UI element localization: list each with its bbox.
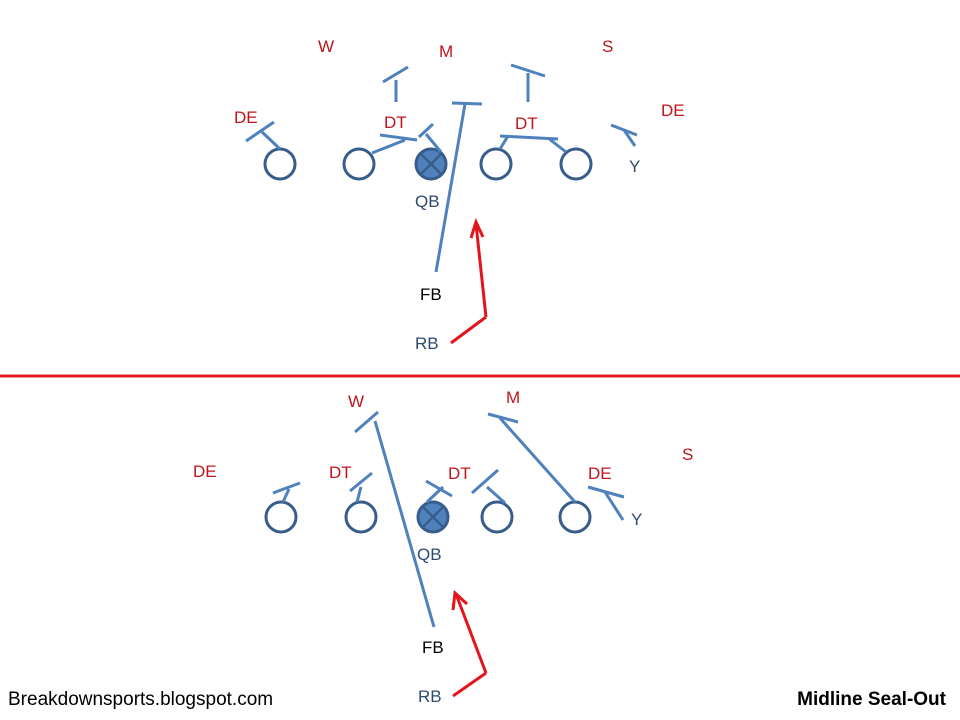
play-title: Midline Seal-Out [797, 689, 946, 710]
top-left-tackle [263, 147, 297, 181]
bottom-player-qb: QB [417, 545, 442, 564]
bottom-right-tackle [558, 500, 592, 534]
bottom-defender-dt-left: DT [329, 463, 352, 482]
top-left-guard [342, 147, 376, 181]
top-player-y: Y [629, 157, 641, 176]
bottom-player-y: Y [631, 510, 643, 529]
bottom-left-guard [344, 500, 378, 534]
bottom-left-tackle [264, 500, 298, 534]
bottom-right-guard [480, 500, 514, 534]
bottom-defender-dt-right: DT [448, 464, 471, 483]
top-defender-m: M [439, 42, 454, 61]
top-center-marker [414, 147, 448, 181]
site-credit: Breakdownsports.blogspot.com [8, 689, 274, 710]
bottom-defender-de-right: DE [588, 464, 612, 483]
bottom-defender-de-left: DE [193, 462, 217, 481]
top-right-guard [479, 147, 513, 181]
bottom-rb-path [451, 589, 488, 698]
bottom-blocking-lines [272, 410, 625, 628]
bottom-player-fb: FB [422, 638, 444, 657]
bottom-defender-m: M [506, 388, 521, 407]
top-defender-de-left: DE [234, 108, 258, 127]
bottom-defender-w: W [348, 392, 365, 411]
bottom-center-marker [416, 500, 450, 534]
bottom-player-rb: RB [418, 687, 442, 706]
top-defender-dt-left: DT [384, 113, 407, 132]
bottom-defender-s: S [682, 445, 694, 464]
top-diagram [245, 63, 638, 345]
top-blocking-lines [245, 63, 638, 273]
top-player-qb: QB [415, 192, 440, 211]
bottom-diagram [264, 410, 625, 698]
top-right-tackle [559, 147, 593, 181]
top-defender-w: W [318, 37, 335, 56]
top-defender-de-right: DE [661, 101, 685, 120]
top-defender-s: S [602, 37, 614, 56]
top-defender-dt-right: DT [515, 114, 538, 133]
top-player-fb: FB [420, 285, 442, 304]
top-rb-path [450, 217, 488, 345]
top-player-rb: RB [415, 334, 439, 353]
